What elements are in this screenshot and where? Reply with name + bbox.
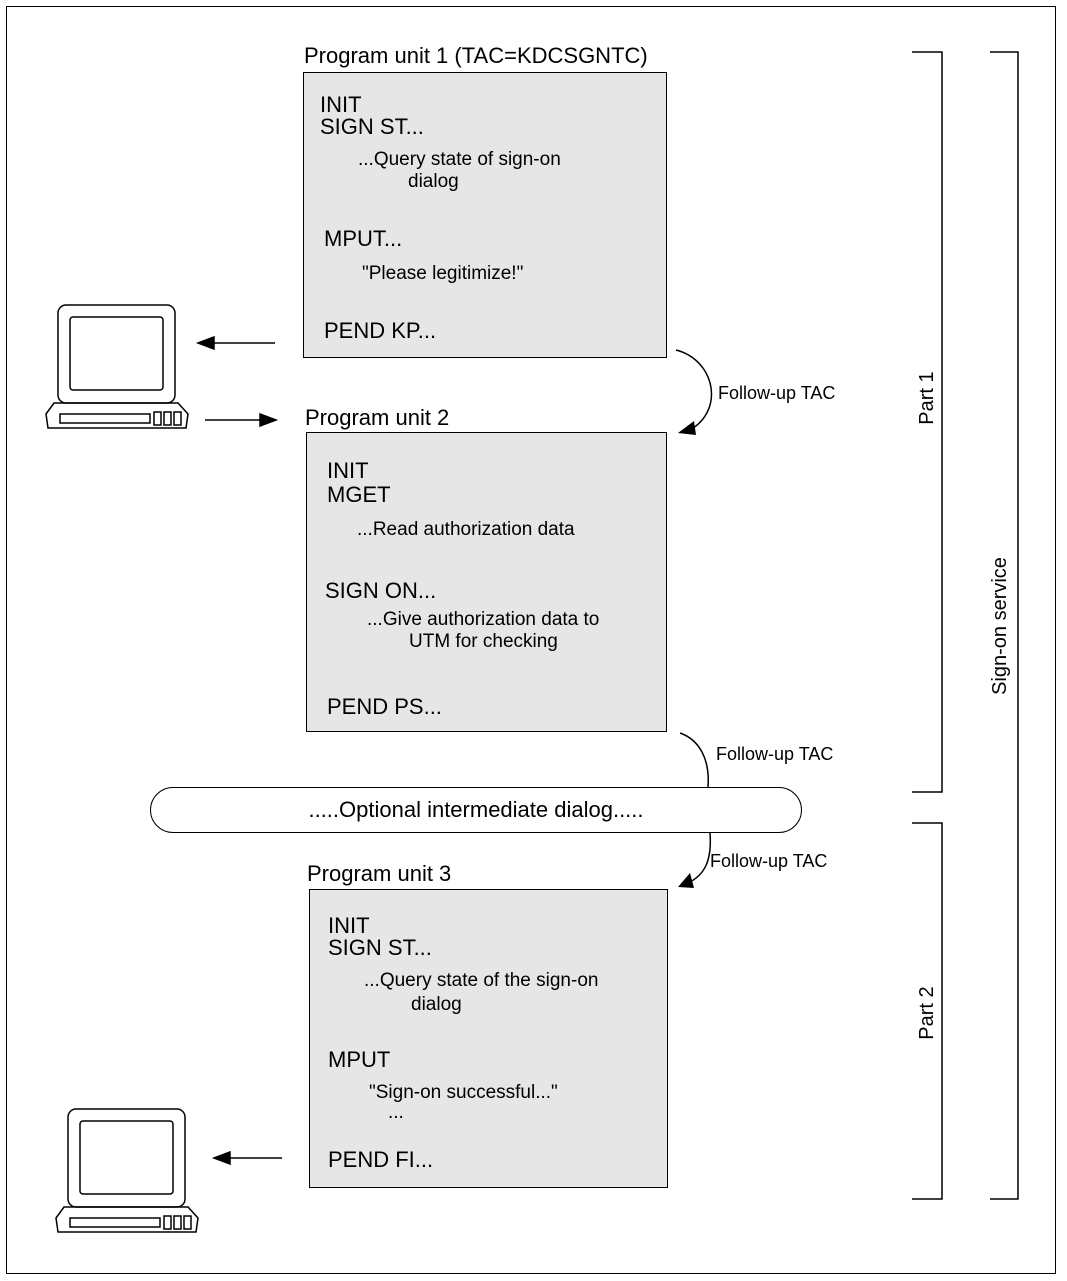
arrowhead <box>678 873 694 888</box>
cmd-init: INIT <box>328 913 370 938</box>
unit-3-title: Program unit 3 <box>307 861 452 886</box>
cmd-pend-fi: PEND FI... <box>328 1147 434 1172</box>
unit-3-box: INIT SIGN ST... ...Query state of the si… <box>309 889 668 1188</box>
arrowhead <box>211 1150 231 1166</box>
note-ellipsis: ... <box>388 1102 404 1123</box>
note-message: "Sign-on successful..." <box>369 1082 558 1103</box>
note-utm-check: UTM for checking <box>409 631 558 652</box>
cmd-mget: MGET <box>327 482 391 507</box>
cmd-pend-ps: PEND PS... <box>327 694 442 719</box>
unit-1-box: INIT SIGN ST... ...Query state of sign-o… <box>303 72 667 358</box>
cmd-pend-kp: PEND KP... <box>324 318 437 343</box>
note-dialog: dialog <box>411 994 462 1015</box>
followup-curve-1 <box>675 349 713 431</box>
note-query-state: ...Query state of the sign-on <box>364 970 599 991</box>
note-message: "Please legitimize!" <box>362 263 524 284</box>
followup-label-2: Follow-up TAC <box>716 744 834 764</box>
followup-label-3: Follow-up TAC <box>710 851 828 871</box>
bracket-part1 <box>912 51 943 793</box>
cmd-sign-on: SIGN ON... <box>325 578 437 603</box>
cmd-sign-st: SIGN ST... <box>328 935 432 960</box>
unit-2-box: INIT MGET ...Read authorization data SIG… <box>306 432 667 732</box>
note-query-state: ...Query state of sign-on <box>358 149 561 170</box>
arrowhead <box>259 412 279 428</box>
cmd-sign-st: SIGN ST... <box>320 114 424 139</box>
diagram-frame <box>6 6 1056 1274</box>
arrowhead <box>678 421 696 435</box>
followup-curve-2 <box>679 732 709 788</box>
label-part2: Part 2 <box>916 986 938 1040</box>
unit-2-title: Program unit 2 <box>305 405 450 430</box>
terminal-icon-1 <box>45 304 189 429</box>
cmd-init: INIT <box>327 458 369 483</box>
unit-1-title: Program unit 1 (TAC=KDCSGNTC) <box>304 43 648 68</box>
label-part1: Part 1 <box>916 371 938 425</box>
arrowhead <box>195 335 215 351</box>
followup-curve-3 <box>687 832 712 884</box>
terminal-icon-2 <box>55 1108 199 1233</box>
label-sign-on-service: Sign-on service <box>989 557 1011 695</box>
cmd-mput: MPUT <box>328 1047 391 1072</box>
note-dialog: dialog <box>408 171 459 192</box>
note-read-auth: ...Read authorization data <box>357 519 575 540</box>
bracket-part2 <box>912 822 943 1200</box>
cmd-init: INIT <box>320 92 362 117</box>
cmd-mput: MPUT... <box>324 226 403 251</box>
followup-label-1: Follow-up TAC <box>718 383 836 403</box>
bracket-service <box>990 51 1019 1200</box>
optional-dialog: .....Optional intermediate dialog..... <box>150 787 802 833</box>
note-give-auth: ...Give authorization data to <box>367 609 600 630</box>
